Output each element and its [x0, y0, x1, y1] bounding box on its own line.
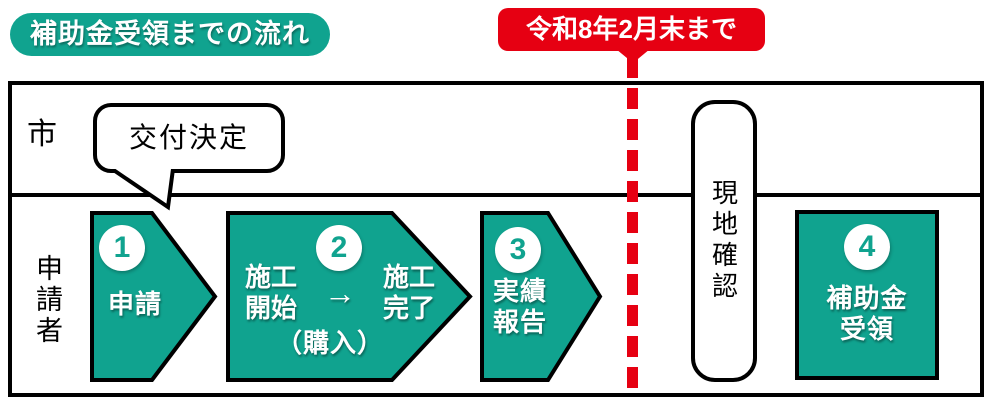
right-arrow-icon: →: [324, 274, 356, 311]
step2-arrow-shape: [226, 211, 473, 382]
site-check-box: 現地確認: [691, 100, 757, 382]
step2-start-label: 施工 開始: [245, 262, 298, 324]
step1-label: 申請: [107, 289, 162, 319]
site-check-label: 現地確認: [708, 179, 739, 303]
step2-note: （購入）: [275, 328, 384, 358]
step4-label: 補助金 受領: [826, 283, 908, 345]
step2-end-label: 施工 完了: [382, 262, 435, 324]
lane-divider: [8, 193, 984, 197]
step3-label: 実績 報告: [492, 276, 547, 338]
lane-label-city: 市: [27, 118, 57, 151]
deadline-dashed-line: [627, 57, 638, 392]
deadline-badge-pointer: [616, 49, 650, 63]
title-badge: 補助金受領までの流れ: [10, 13, 330, 56]
step3-number: 3: [495, 227, 541, 273]
step2-number: 2: [316, 225, 362, 271]
deadline-badge: 令和8年2月末まで: [498, 8, 765, 51]
step2-label-row: 施工 開始 → 施工 完了: [245, 262, 435, 324]
bubble-tail: [110, 169, 175, 211]
grant-decision-bubble: 交付決定: [93, 103, 285, 173]
step4-number: 4: [844, 224, 890, 270]
step1-number: 1: [99, 225, 145, 271]
lane-label-applicant: 申請者: [32, 254, 62, 347]
